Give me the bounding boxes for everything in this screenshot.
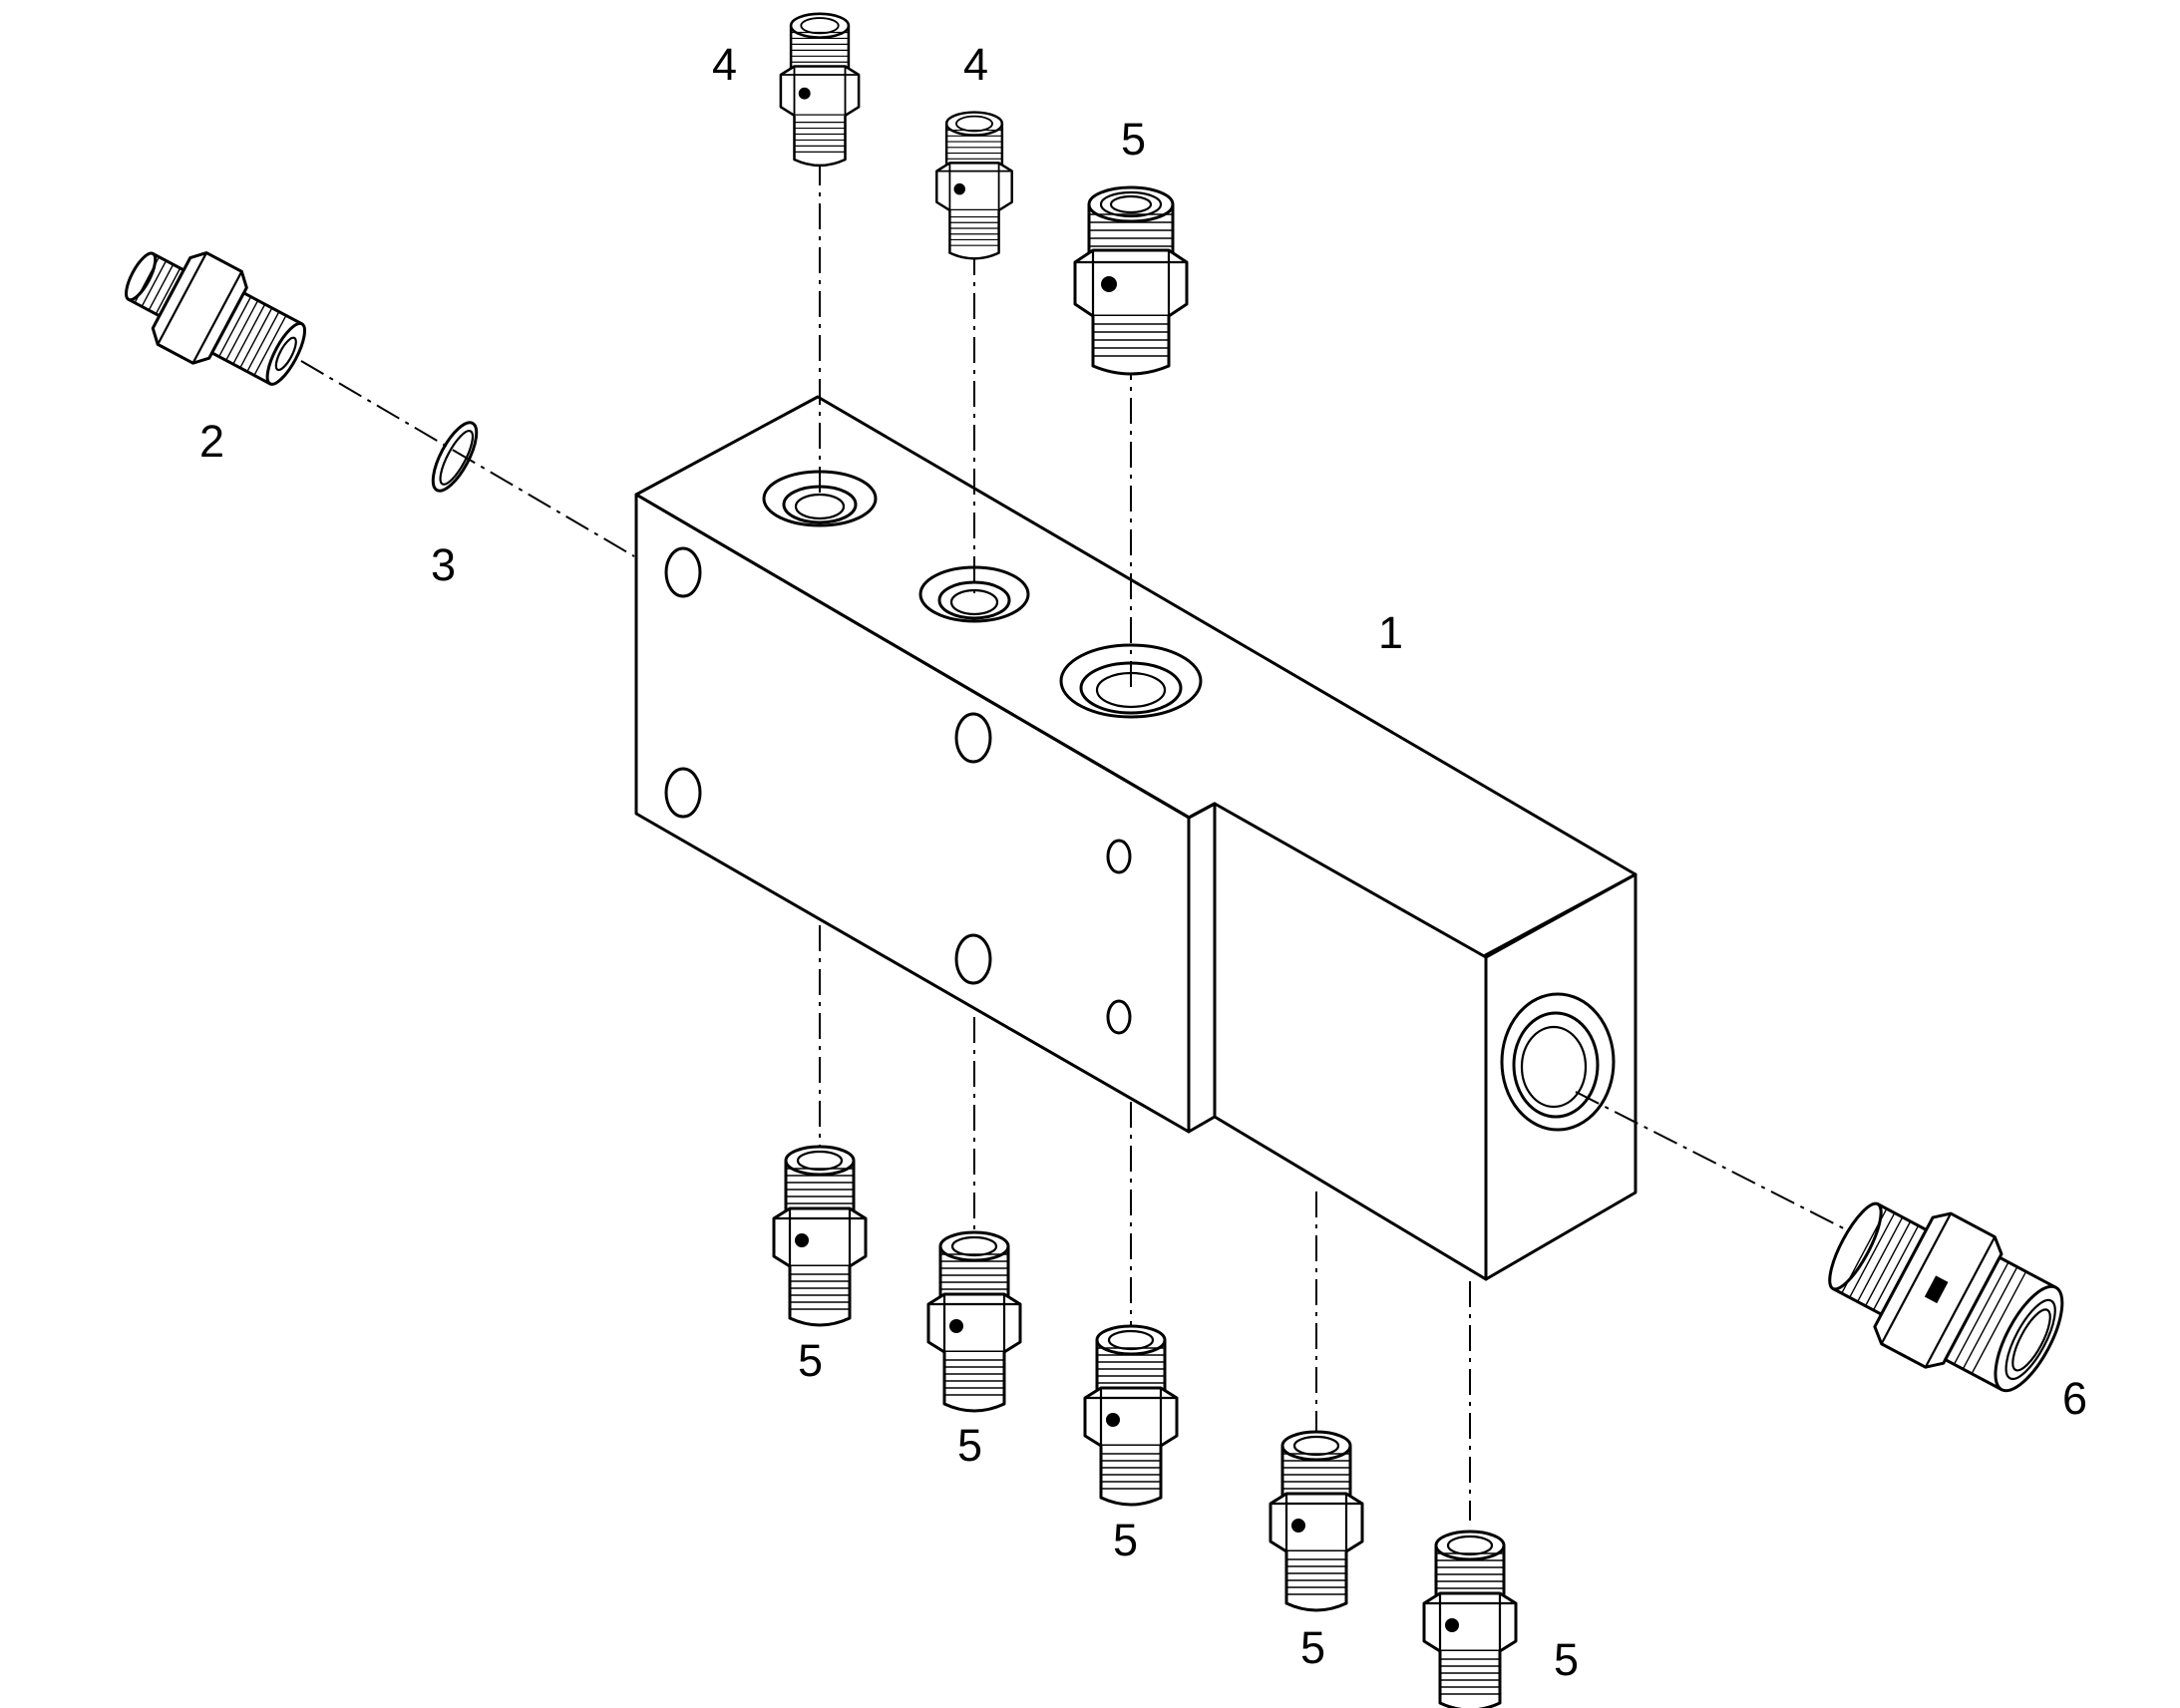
callout-bottom-fitting-4: 5 xyxy=(1300,1622,1325,1673)
callout-fitting-left: 2 xyxy=(199,416,224,467)
mount-hole xyxy=(664,546,702,598)
callout-bottom-fitting-3: 5 xyxy=(1113,1515,1138,1565)
side-port xyxy=(1500,992,1616,1132)
top-fitting-b xyxy=(935,111,1013,260)
top-fitting-a xyxy=(779,12,861,168)
callout-top-fitting-a: 4 xyxy=(712,39,737,90)
small-hole xyxy=(1106,839,1132,874)
bottom-fitting-2 xyxy=(926,1230,1022,1413)
bottom-fitting-3 xyxy=(1083,1324,1179,1507)
fitting-right xyxy=(1828,1201,2064,1393)
bottom-fitting-4 xyxy=(1269,1430,1364,1612)
assembly-center-lines xyxy=(300,160,1876,1521)
callout-fitting-right: 6 xyxy=(2062,1373,2087,1424)
callout-seal-ring: 3 xyxy=(431,539,456,590)
mount-hole xyxy=(954,712,992,764)
mount-hole xyxy=(954,933,992,985)
fitting-left xyxy=(125,251,306,386)
top-fitting-c xyxy=(1073,185,1189,376)
callout-bottom-fitting-5: 5 xyxy=(1554,1634,1579,1685)
mount-hole xyxy=(664,767,702,819)
callout-labels: 1 2 3 4 4 5 5 5 5 5 5 6 xyxy=(199,39,2087,1685)
small-hole xyxy=(1106,999,1132,1035)
callout-bottom-fitting-1: 5 xyxy=(798,1335,823,1386)
callout-bottom-fitting-2: 5 xyxy=(957,1420,982,1471)
bottom-fitting-1 xyxy=(772,1145,868,1327)
seal-ring xyxy=(431,421,479,493)
callout-top-fitting-b: 4 xyxy=(963,39,988,90)
bottom-fitting-5 xyxy=(1422,1530,1518,1708)
manifold-block xyxy=(634,395,1637,1281)
callout-block: 1 xyxy=(1378,607,1403,658)
callout-top-fitting-c: 5 xyxy=(1121,114,1146,165)
